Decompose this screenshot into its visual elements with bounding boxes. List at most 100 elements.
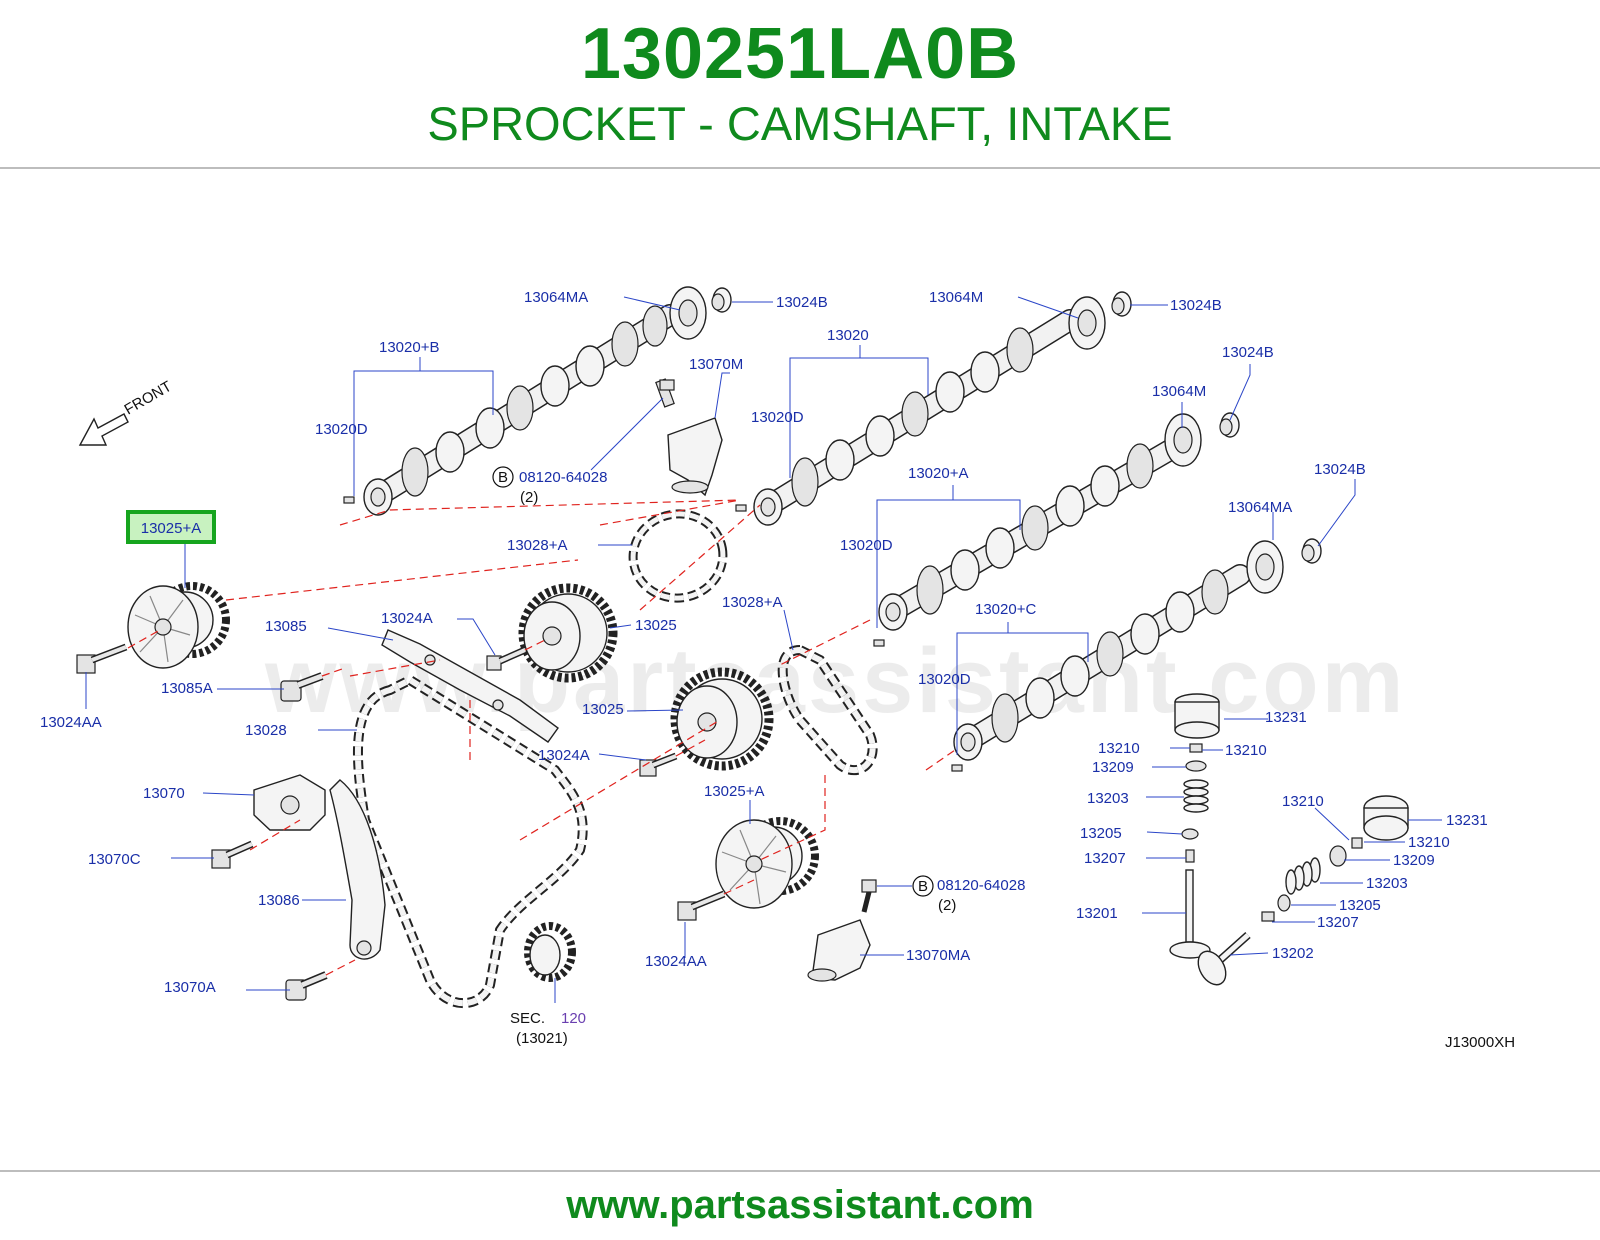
sprocket-13025a-lower-icon [715,817,819,909]
camshaft-13020-icon [753,309,1081,526]
callout-13070a[interactable]: 13070A [164,979,216,996]
plug-13024b-1-icon [711,287,732,313]
plug-13024b-2-icon [1111,291,1132,317]
chain-tensioner-13070-icon [253,774,326,831]
bolt-08120-upper-icon [659,379,675,391]
callout-13028[interactable]: 13028 [245,722,287,739]
chain-tensioner-13070ma-icon [807,919,871,982]
callout-13024aa-left[interactable]: 13024AA [40,714,102,731]
callout-13070[interactable]: 13070 [143,785,185,802]
callout-13231-top[interactable]: 13231 [1265,709,1307,726]
callout-labels: 13064MA 13024B 13064M 13024B 13020+B 130… [40,289,1488,1047]
callout-13203-right[interactable]: 13203 [1366,875,1408,892]
callout-13028a-upper[interactable]: 13028+A [507,537,567,554]
callout-13024a-upper[interactable]: 13024A [381,610,433,627]
callout-13201[interactable]: 13201 [1076,905,1118,922]
parts-diagram: www.partsassistant.com FRONT [0,258,1600,1070]
alignment-lines [127,499,956,976]
spring-seat-icon [1181,828,1199,840]
bearing-cap-13064ma-top-icon [669,286,707,340]
timing-chain-13028-icon [352,674,588,1009]
callout-13203-top[interactable]: 13203 [1087,790,1129,807]
callout-sec-120[interactable]: 120 [561,1010,586,1027]
leader-lines [85,296,1442,1003]
callout-13020[interactable]: 13020 [827,327,869,344]
b-marker-letter: B [918,878,928,895]
callout-13210-b[interactable]: 13210 [1225,742,1267,759]
dowel-pin-icon [951,764,963,772]
footer-divider [0,1170,1600,1172]
spring-retainer-right-icon [1329,845,1347,867]
sprocket-13025-upper-icon [518,583,618,683]
callout-13025-upper[interactable]: 13025 [635,617,677,634]
callout-13064ma-low[interactable]: 13064MA [1228,499,1292,516]
crank-sprocket-13021-icon [524,922,576,982]
callout-13085a[interactable]: 13085A [161,680,213,697]
plug-13024b-4-icon [1301,538,1322,564]
footer-url[interactable]: www.partsassistant.com [566,1183,1034,1227]
b-marker-icon [912,875,934,897]
callout-13086[interactable]: 13086 [258,892,300,909]
callout-13025a-lower[interactable]: 13025+A [704,783,764,800]
callout-13024b-2[interactable]: 13024B [1170,297,1222,314]
camshaft-13020a-icon [878,439,1181,631]
callout-13025-lower[interactable]: 13025 [582,701,624,718]
callout-qty-lower: (2) [938,897,956,914]
valve-seal-right-icon [1261,911,1275,922]
callout-13209-top[interactable]: 13209 [1092,759,1134,776]
callout-13021: (13021) [516,1030,568,1047]
callout-13070m[interactable]: 13070M [689,356,743,373]
callout-13064m-top[interactable]: 13064M [929,289,983,306]
camshaft-13020b-icon [363,304,681,516]
spring-seat-right-icon [1277,894,1291,912]
callout-13064m-mid[interactable]: 13064M [1152,383,1206,400]
callout-13020d-4[interactable]: 13020D [918,671,971,688]
callout-13020d-3[interactable]: 13020D [840,537,893,554]
callout-13207-right[interactable]: 13207 [1317,914,1359,931]
callout-13020d-1[interactable]: 13020D [751,409,804,426]
callout-08120-64028-upper[interactable]: 08120-64028 [519,469,607,486]
callout-13028a-lower[interactable]: 13028+A [722,594,782,611]
callout-13024aa-lower[interactable]: 13024AA [645,953,707,970]
spring-retainer-icon [1185,760,1207,772]
sprocket-13025-lower-icon [670,667,774,771]
valve-13201-icon [1169,869,1211,959]
callout-13205-top[interactable]: 13205 [1080,825,1122,842]
highlighted-callout-box[interactable] [126,510,216,544]
callout-13210-a[interactable]: 13210 [1098,740,1140,757]
callout-13024b-4[interactable]: 13024B [1314,461,1366,478]
bolt-13024aa-left-icon [76,643,128,674]
callout-13085[interactable]: 13085 [265,618,307,635]
valve-lifter-13231-right-icon [1363,795,1409,841]
callout-13210-c[interactable]: 13210 [1282,793,1324,810]
sprocket-13025a-highlighted-icon [127,582,230,669]
bearing-cap-13064m-top-icon [1068,296,1106,350]
callout-13020c[interactable]: 13020+C [975,601,1036,618]
callout-13231-right[interactable]: 13231 [1446,812,1488,829]
front-arrow-icon [78,413,129,446]
bolt-13070a-icon [285,971,328,1001]
valve-spring-13203-icon [1183,779,1209,813]
callout-13207-top[interactable]: 13207 [1084,850,1126,867]
callout-08120-64028-lower[interactable]: 08120-64028 [937,877,1025,894]
callout-13024b-3[interactable]: 13024B [1222,344,1274,361]
callout-13210-d[interactable]: 13210 [1408,834,1450,851]
callout-13070c[interactable]: 13070C [88,851,141,868]
bearing-cap-13064m-mid-icon [1164,413,1202,467]
plug-13024b-3-icon [1219,412,1240,438]
b-marker-icon [492,466,514,488]
callout-13020d-2[interactable]: 13020D [315,421,368,438]
callout-13024a-lower[interactable]: 13024A [538,747,590,764]
callout-13070ma[interactable]: 13070MA [906,947,970,964]
callout-13020a[interactable]: 13020+A [908,465,968,482]
callout-13025a-highlighted[interactable]: 13025+A [141,520,201,537]
chain-tensioner-13070m-icon [655,378,723,497]
callout-13064ma-top[interactable]: 13064MA [524,289,588,306]
callout-13209-right[interactable]: 13209 [1393,852,1435,869]
callout-13202[interactable]: 13202 [1272,945,1314,962]
callout-13020b[interactable]: 13020+B [379,339,439,356]
valve-seal-icon [1185,849,1195,863]
callout-13205-right[interactable]: 13205 [1339,897,1381,914]
callout-13024b-1[interactable]: 13024B [776,294,828,311]
dowel-pin-icon [873,639,885,647]
